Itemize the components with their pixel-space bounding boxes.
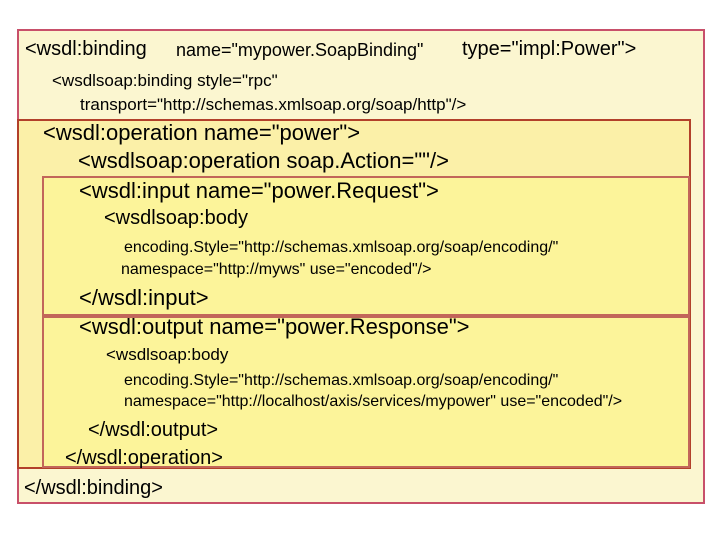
input-box: [42, 176, 690, 316]
binding-open-tag: <wsdl:binding: [25, 38, 147, 60]
operation-close-tag: </wsdl:operation>: [65, 447, 223, 469]
soap-binding-line2: transport="http://schemas.xmlsoap.org/so…: [80, 95, 467, 114]
output-body-open: <wsdlsoap:body: [106, 345, 229, 364]
input-open-tag: <wsdl:input name="power.Request">: [79, 178, 439, 203]
binding-name-attr: name="mypower.SoapBinding": [176, 40, 424, 60]
output-body-encoding: encoding.Style="http://schemas.xmlsoap.o…: [124, 372, 559, 389]
input-close-tag: </wsdl:input>: [79, 285, 209, 310]
output-body-namespace: namespace="http://localhost/axis/service…: [124, 393, 623, 410]
output-close-tag: </wsdl:output>: [88, 419, 219, 441]
input-body-open: <wsdlsoap:body: [104, 207, 248, 229]
output-box: [42, 316, 690, 468]
binding-close-tag: </wsdl:binding>: [24, 477, 163, 499]
binding-type-attr: type="impl:Power">: [462, 38, 637, 60]
operation-open-tag: <wsdl:operation name="power">: [43, 120, 361, 145]
output-open-tag: <wsdl:output name="power.Response">: [79, 314, 470, 339]
soap-binding-line1: <wsdlsoap:binding style="rpc": [52, 71, 278, 90]
input-body-namespace: namespace="http://myws" use="encoded"/>: [121, 261, 432, 278]
input-body-encoding: encoding.Style="http://schemas.xmlsoap.o…: [124, 239, 559, 256]
soap-operation-tag: <wsdlsoap:operation soap.Action=""/>: [78, 148, 449, 173]
